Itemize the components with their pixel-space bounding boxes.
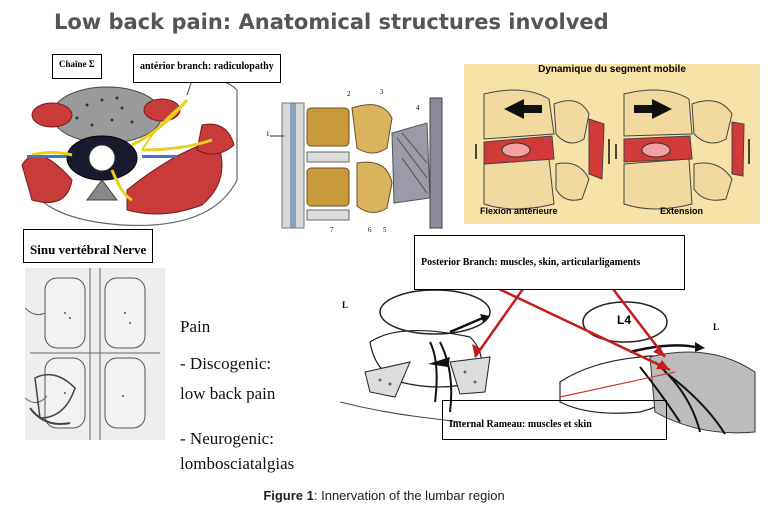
dynamics-figure: [475, 89, 750, 210]
label-num-3: 3: [380, 88, 384, 96]
neurogenic-line-1: - Neurogenic:: [180, 429, 274, 448]
label-num-4: 4: [416, 104, 420, 112]
figure-number: Figure 1: [263, 488, 314, 503]
lateral-spine-figure: [270, 97, 443, 229]
label-l-left: L: [342, 300, 349, 310]
anterior-branch-label: antérior branch: radiculopathy: [133, 54, 281, 83]
figure-caption: Figure 1: Innervation of the lumbar regi…: [0, 488, 768, 503]
internal-rameau-label: Internal Rameau: muscles et skin: [442, 400, 667, 440]
label-l4: L4: [617, 313, 632, 327]
discogenic-line-2: low back pain: [180, 384, 276, 403]
label-num-5: 5: [383, 226, 387, 234]
cross-section-figure: [21, 78, 238, 227]
chaine-label: Chaîne Σ: [52, 54, 102, 79]
flexion-label: Flexion antérieure: [480, 206, 558, 216]
label-num-7: 7: [330, 226, 334, 234]
label-l-right: L: [713, 322, 720, 332]
figure-caption-text: : Innervation of the lumbar region: [313, 488, 505, 503]
sinu-nerve-label: Sinu vertébral Nerve: [23, 229, 154, 263]
neurogenic-line-2: lombosciatalgias: [180, 454, 295, 473]
posterior-branch-label: Posterior Branch: muscles, skin, articul…: [414, 235, 685, 290]
discogenic-line-1: - Discogenic:: [180, 354, 272, 373]
pain-heading: Pain: [180, 317, 211, 336]
posterior-branch-figure: [340, 271, 756, 435]
label-num-6: 6: [368, 226, 372, 234]
sinu-vertebral-figure: [25, 268, 165, 440]
label-num-2: 2: [347, 90, 351, 98]
extension-label: Extension: [660, 206, 704, 216]
label-num-1: 1: [266, 130, 270, 138]
dynamics-title: Dynamique du segment mobile: [538, 64, 686, 75]
page-title: Low back pain: Anatomical structures inv…: [54, 10, 609, 34]
